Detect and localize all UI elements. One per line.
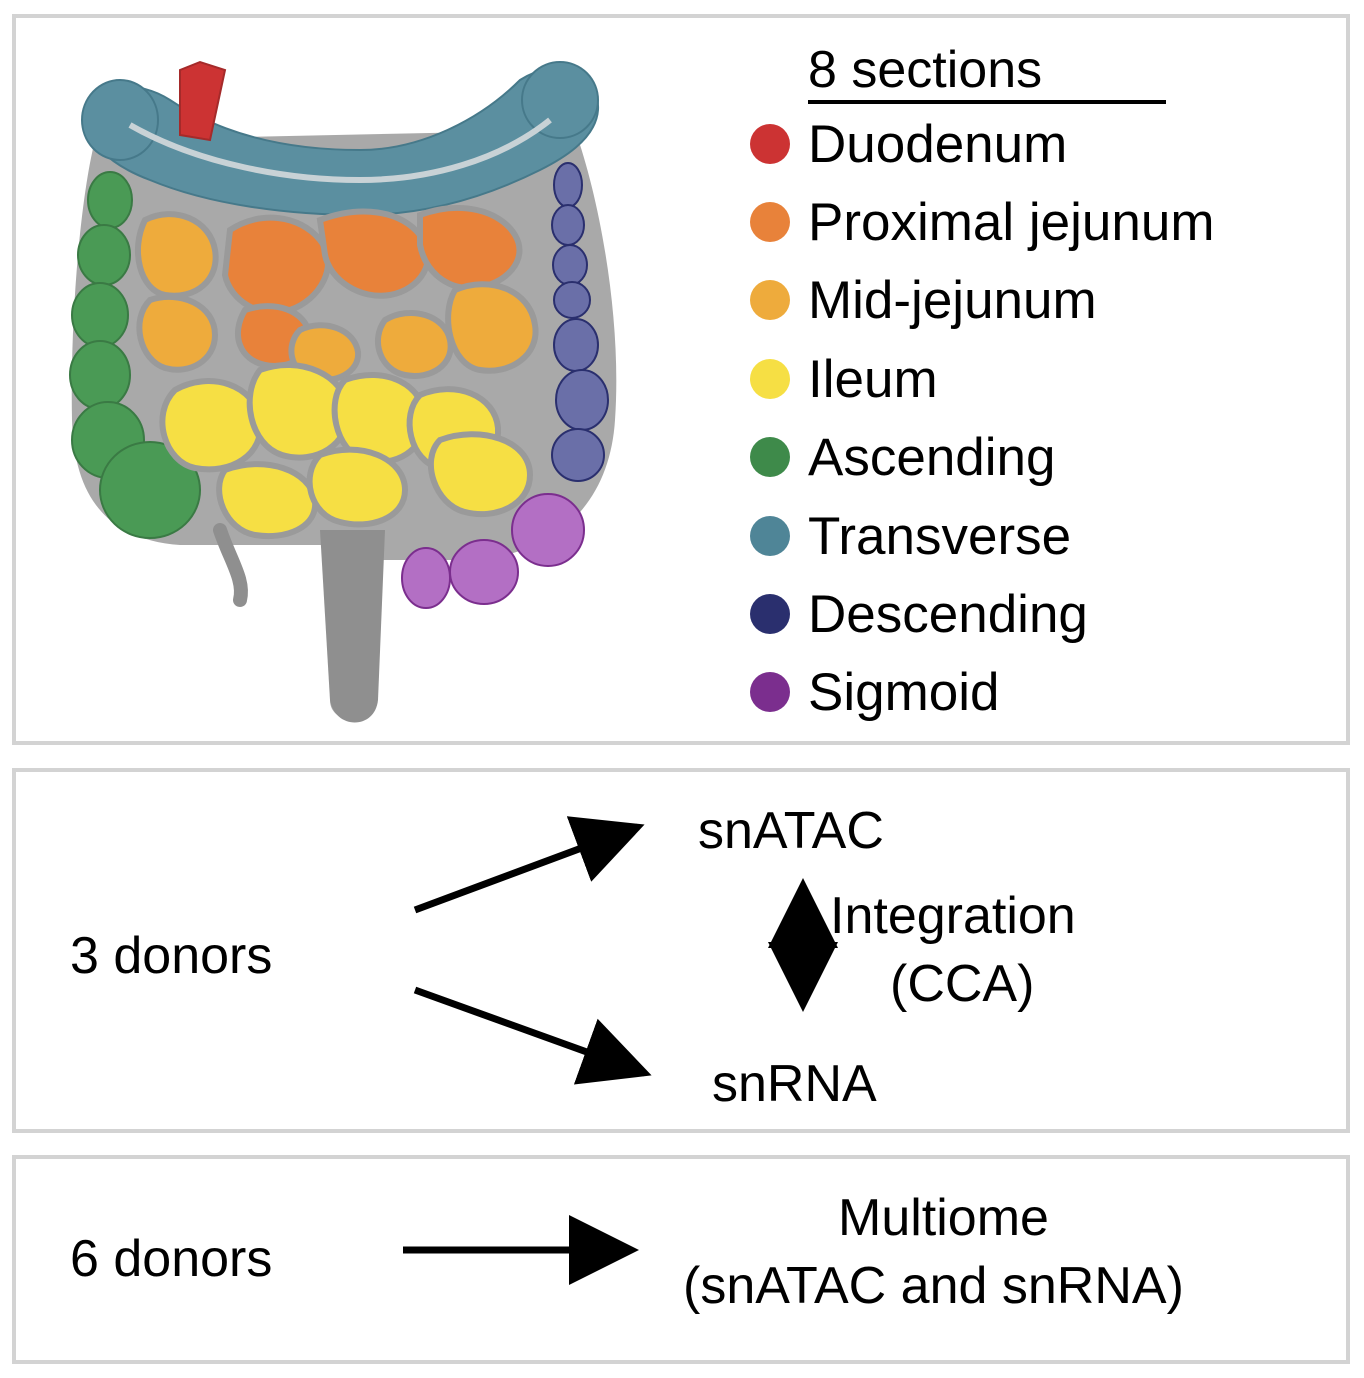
sigmoid-swatch [750,672,790,712]
legend-item-duodenum: Duodenum [750,114,1067,174]
workflow-a-arrows [413,816,838,1085]
snatac-label: snATAC [698,802,884,860]
legend-item-ascending: Ascending [750,427,1056,487]
transverse-swatch [750,516,790,556]
legend-item-ileum: Ileum [750,349,938,409]
legend-item-transverse: Transverse [750,506,1071,566]
legend-label: Ileum [808,349,938,409]
workflow-a-source: 3 donors [70,927,273,985]
mid-jejunum-swatch [750,280,790,320]
arrow-to-snatac [413,816,645,914]
legend-item-mid-jejunum: Mid-jejunum [750,270,1097,330]
sigmoid-colon [401,493,585,609]
descending-swatch [750,594,790,634]
ileum [159,362,534,539]
ascending-swatch [750,437,790,477]
ascending-colon [69,171,201,539]
ileum-swatch [750,359,790,399]
legend-label: Proximal jejunum [808,192,1215,252]
workflow-b-panel [12,1155,1350,1364]
legend-label: Mid-jejunum [808,270,1097,330]
snrna-label: snRNA [712,1055,877,1113]
legend-item-sigmoid: Sigmoid [750,662,999,722]
legend-label: Ascending [808,427,1056,487]
cca-label: (CCA) [890,955,1035,1013]
duodenum [179,60,227,142]
mid-jejunum [135,211,539,383]
legend-label: Descending [808,584,1088,644]
multiome-label: Multiome [838,1189,1049,1247]
legend-label: Transverse [808,506,1072,566]
transverse-colon [81,61,600,217]
workflow-b-source: 6 donors [70,1230,273,1288]
legend-title: 8 sections [808,41,1043,99]
legend-item-proximal-jejunum: Proximal jejunum [750,192,1214,252]
intestine-illustration [69,60,617,723]
workflow-a-panel [12,768,1350,1133]
legend-label: Sigmoid [808,662,1000,722]
proximal-jejunum-swatch [750,202,790,242]
integration-label: Integration [830,887,1076,945]
duodenum-swatch [750,124,790,164]
legend-item-descending: Descending [750,584,1088,644]
legend-label: Duodenum [808,114,1068,174]
arrow-to-snrna [413,986,652,1085]
multiome-detail-label: (snATAC and snRNA) [683,1257,1184,1315]
descending-colon [551,162,609,482]
